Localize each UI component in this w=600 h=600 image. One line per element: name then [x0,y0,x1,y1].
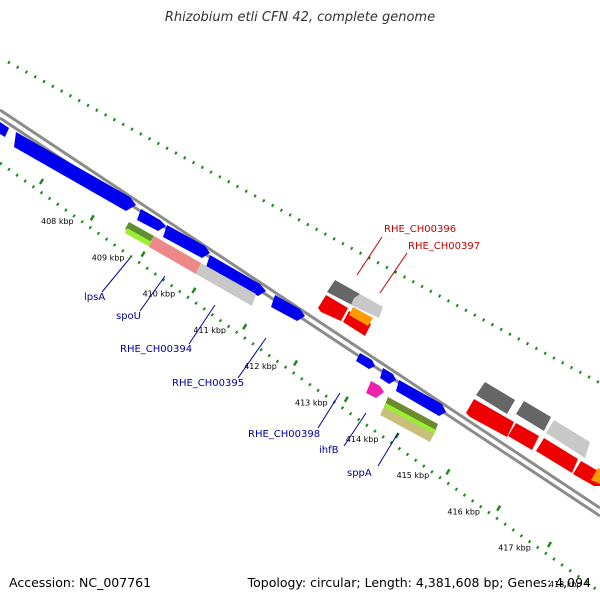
inner-dotted-ring [0,161,600,594]
gene-feature [380,407,434,442]
forward-strand-genes [0,122,446,442]
gene-feature [466,399,514,437]
callout-line [237,337,267,379]
gene-feature [206,255,266,296]
gene-feature [343,311,371,336]
label-ihfB: ihfB [319,445,339,456]
kbp-tick-label: 408 kbp [41,217,74,226]
label-rhe-ch00394: RHE_CH00394 [120,344,192,355]
kbp-tick-mark [546,541,553,548]
kbp-tick-mark [191,287,197,294]
gene-feature [125,222,154,243]
label-spoU: spoU [116,311,141,322]
callout-line [101,257,131,293]
callout-line [377,432,399,467]
gene-feature [351,294,383,318]
gene-feature [476,382,515,414]
callout-line [379,252,408,294]
kbp-tick-label: 410 kbp [143,290,176,299]
callout-line [188,304,216,345]
gene-feature [318,295,348,321]
callout-line [343,412,367,447]
reverse-strand-genes [318,280,600,486]
callout-lines [101,236,408,467]
kbp-tick-label: 418 kbp [549,580,582,589]
kbp-tick-mark [496,505,502,512]
kbp-tick-mark [89,214,95,221]
outer-dotted-ring [7,60,600,385]
gene-feature [0,122,9,137]
kbp-tick-label: 416 kbp [447,507,480,516]
gene-feature [384,403,436,434]
kbp-tick-mark [140,250,146,258]
kbp-tick-label: 417 kbp [498,544,531,553]
gene-feature [349,307,373,326]
callout-line [356,236,383,276]
gene-feature [125,228,152,247]
kbp-tick-label: 414 kbp [346,435,379,444]
gene-labels: lpsA spoU RHE_CH00394 RHE_CH00395 RHE_CH… [84,224,480,479]
label-rhe-ch00395: RHE_CH00395 [172,378,244,389]
gene-feature [196,263,256,306]
kbp-tick-mark [242,323,248,330]
label-lpsA: lpsA [84,292,105,303]
kbp-tick-mark [445,468,451,476]
gene-feature [396,380,446,416]
gene-feature [271,295,305,321]
gene-feature [14,132,136,211]
gene-feature [591,468,600,484]
tick-layer: 408 kbp 409 kbp 410 kbp 411 kbp 412 kbp 413 k… [38,178,582,589]
gene-feature [163,225,210,258]
kbp-tick-label: 415 kbp [397,471,430,480]
kbp-tick-mark [292,359,299,367]
gene-feature [327,280,360,306]
topology-summary-text: Topology: circular; Length: 4,381,608 bp… [247,575,591,590]
gene-feature [516,401,551,431]
label-rhe-ch00398: RHE_CH00398 [248,429,320,440]
gene-feature [356,353,375,369]
kbp-tick-label: 411 kbp [193,326,226,335]
gene-feature [546,420,590,458]
gene-feature [149,236,201,274]
accession-text: Accession: NC_007761 [9,575,152,590]
label-rhe-ch00397: RHE_CH00397 [408,241,480,252]
kbp-tick-mark [38,178,45,185]
kbp-tick-label: 413 kbp [295,399,328,408]
callout-line [317,392,341,429]
kbp-tick-label: 412 kbp [244,362,277,371]
figure-title: Rhizobium etli CFN 42, complete genome [164,10,436,25]
gene-feature [366,381,384,398]
gene-feature [137,209,166,231]
kbp-tick-label: 409 kbp [92,253,125,262]
gene-feature [536,438,578,473]
label-rhe-ch00396: RHE_CH00396 [384,224,456,235]
label-sppA: sppA [347,468,372,479]
gene-feature [380,368,396,384]
gene-feature [508,423,539,450]
kbp-tick-mark [343,396,349,403]
callout-line [139,275,166,312]
kbp-tick-mark [394,432,400,439]
